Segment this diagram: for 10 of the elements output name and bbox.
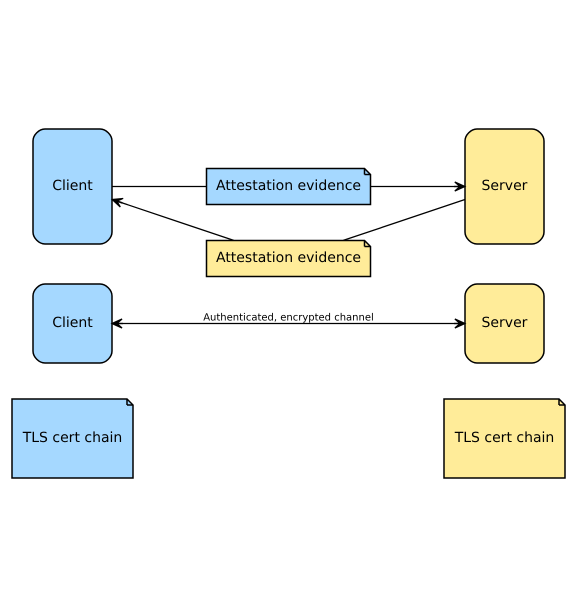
node-box: Client — [32, 283, 113, 364]
arrow — [112, 198, 234, 242]
connector — [112, 186, 206, 188]
node-box: Server — [464, 283, 545, 364]
edge-label: Authenticated, encrypted channel — [203, 312, 374, 324]
node-box: Server — [464, 128, 545, 245]
connector — [343, 198, 466, 242]
arrow — [111, 318, 466, 329]
arrow — [370, 181, 466, 192]
node-box: Client — [32, 128, 113, 245]
